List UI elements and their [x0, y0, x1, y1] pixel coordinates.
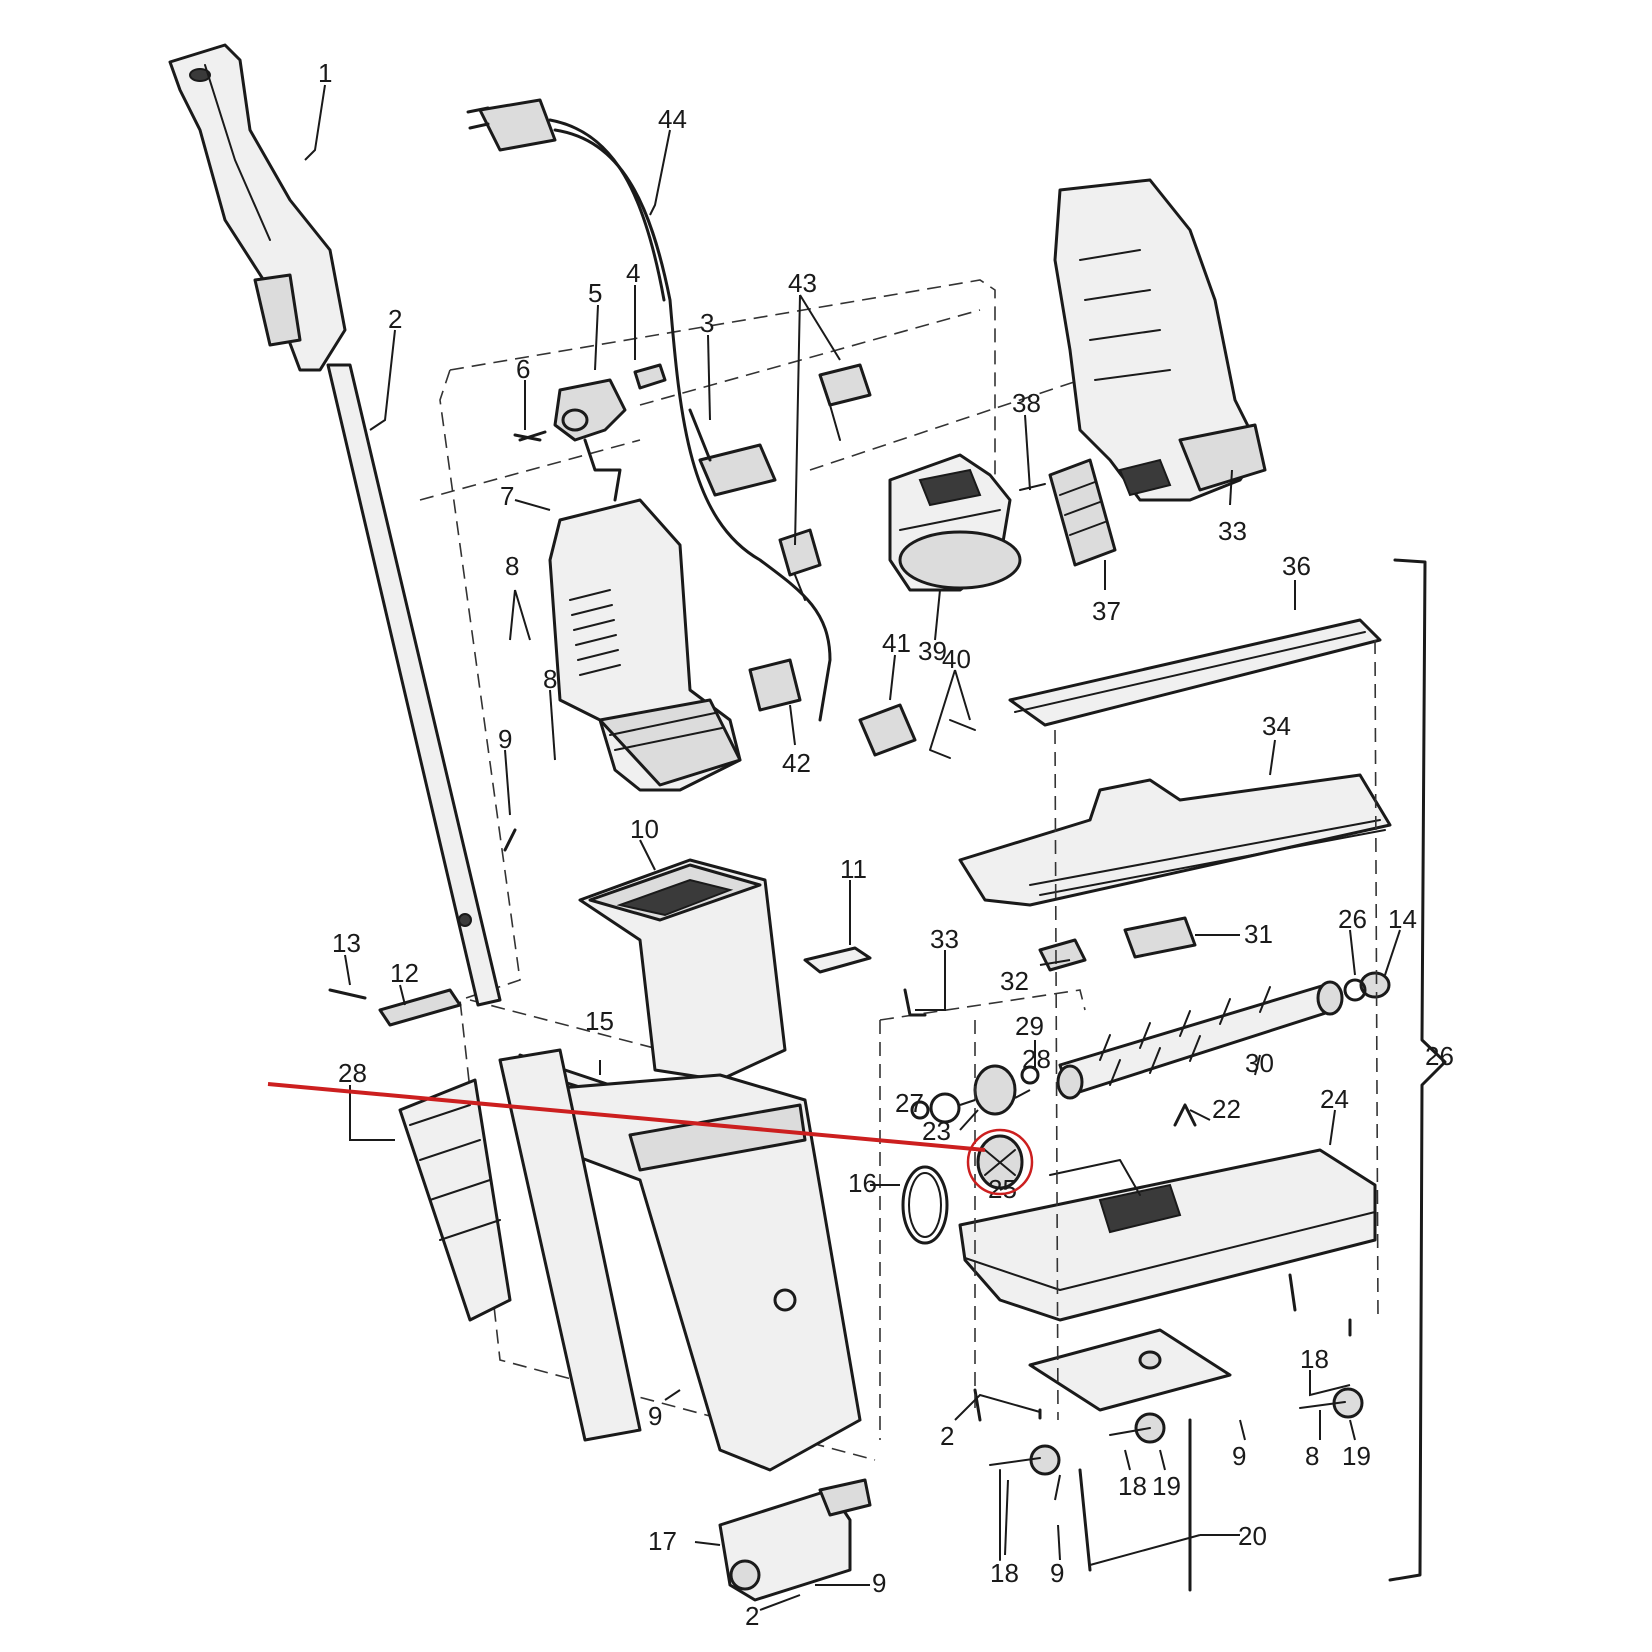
cover-plate — [1123, 916, 1197, 959]
part-label: 18 — [1118, 1471, 1147, 1501]
pivot-bracket — [518, 363, 667, 502]
nozzle-base — [958, 1148, 1377, 1322]
highlight-pointer — [267, 1082, 1034, 1196]
part-label: 8 — [543, 664, 557, 694]
nozzle-hood — [958, 773, 1392, 907]
part-label: 22 — [1212, 1094, 1241, 1124]
part-label: 26 — [1425, 1041, 1454, 1071]
part-label: 40 — [942, 644, 971, 674]
wheel-axle-group — [989, 1387, 1364, 1592]
switch-bracket — [688, 408, 777, 497]
part-label: 1 — [318, 58, 332, 88]
part-label: 6 — [516, 354, 530, 384]
part-label: 18 — [990, 1558, 1019, 1588]
part-label: 8 — [505, 551, 519, 581]
brush-bearing-right — [1343, 971, 1391, 1002]
part-label: 41 — [882, 628, 911, 658]
part-label: 2 — [940, 1421, 954, 1451]
filter-frame — [1019, 458, 1117, 567]
part-label: 3 — [700, 308, 714, 338]
assembly-bracket — [1388, 558, 1447, 1582]
latch-13 — [328, 988, 462, 1027]
leader-lines — [304, 84, 1401, 1611]
part-label: 44 — [658, 104, 687, 134]
part-labels: 1 2 44 5 4 6 3 43 38 33 7 8 8 9 39 37 41… — [318, 58, 1454, 1631]
part-label: 10 — [630, 814, 659, 844]
part-label: 42 — [782, 748, 811, 778]
part-label: 4 — [626, 258, 640, 288]
handle-grip — [168, 43, 347, 372]
part-label: 19 — [1152, 1471, 1181, 1501]
part-label: 33 — [1218, 516, 1247, 546]
part-label: 43 — [788, 268, 817, 298]
drive-belt — [901, 1165, 949, 1245]
part-label: 26 — [1338, 904, 1367, 934]
handle-side-15 — [398, 1078, 512, 1322]
part-label: 36 — [1282, 551, 1311, 581]
part-label: 32 — [1000, 966, 1029, 996]
motor — [888, 453, 1022, 592]
part-label: 25 — [988, 1174, 1017, 1204]
part-label: 39 — [918, 636, 947, 666]
part-label: 13 — [332, 928, 361, 958]
power-cord — [466, 98, 832, 722]
part-label: 11 — [840, 854, 867, 884]
brush-roll — [1056, 980, 1344, 1100]
part-label: 16 — [848, 1168, 877, 1198]
motor-housing — [1053, 178, 1267, 502]
part-label: 8 — [1305, 1441, 1319, 1471]
part-label: 38 — [1012, 388, 1041, 418]
top-cover-strip — [1008, 618, 1382, 727]
part-label: 19 — [1342, 1441, 1371, 1471]
screws — [503, 433, 1352, 1422]
part-label: 9 — [1232, 1441, 1246, 1471]
part-label: 28 — [1022, 1044, 1051, 1074]
part-label: 2 — [388, 304, 402, 334]
bag-housing — [498, 1048, 862, 1472]
part-label: 31 — [1244, 919, 1273, 949]
part-label: 37 — [1092, 596, 1121, 626]
latch-32 — [1038, 938, 1087, 972]
part-label: 20 — [1238, 1521, 1267, 1551]
part-label: 23 — [922, 1116, 951, 1146]
part-label: 12 — [390, 958, 419, 988]
part-label: 33 — [930, 924, 959, 954]
base-plate — [1028, 1328, 1232, 1412]
part-label: 5 — [588, 278, 602, 308]
part-label: 30 — [1245, 1048, 1274, 1078]
part-label: 9 — [648, 1401, 662, 1431]
motor-cover — [548, 498, 742, 792]
alignment-lines — [974, 639, 1379, 1421]
filter-bag — [578, 858, 787, 1082]
part-label: 34 — [1262, 711, 1291, 741]
part-label: 9 — [872, 1568, 886, 1598]
label-plate — [803, 946, 872, 974]
part-label: 24 — [1320, 1084, 1349, 1114]
pulley-group — [910, 1064, 1040, 1124]
part-label: 15 — [585, 1006, 614, 1036]
part-label: 28 — [338, 1058, 367, 1088]
bottom-pivot — [718, 1478, 872, 1602]
part-label: 9 — [498, 724, 512, 754]
part-label: 2 — [745, 1601, 759, 1631]
pulley-24 — [976, 1134, 1024, 1190]
part-label: 14 — [1388, 904, 1417, 934]
part-label: 29 — [1015, 1011, 1044, 1041]
small-bracket-group — [748, 658, 976, 759]
belt-guide — [1173, 1103, 1197, 1127]
part-label: 27 — [895, 1088, 924, 1118]
part-label: 17 — [648, 1526, 677, 1556]
part-label: 7 — [500, 481, 514, 511]
part-label: 9 — [1050, 1558, 1064, 1588]
handle-tube — [326, 363, 502, 1007]
switch-assembly — [778, 363, 872, 601]
part-label: 18 — [1300, 1344, 1329, 1374]
hook-33 — [903, 988, 927, 1017]
